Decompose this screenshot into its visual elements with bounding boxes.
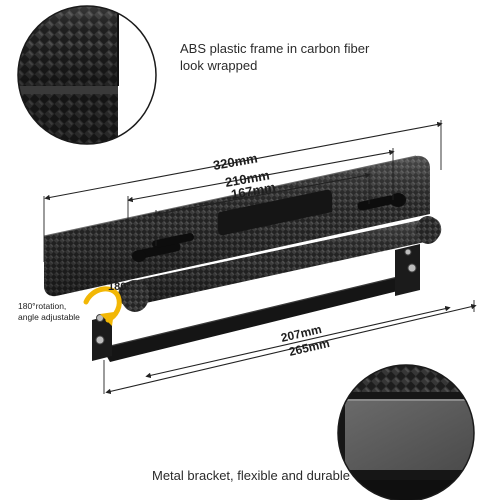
frame-material-caption: ABS plastic frame in carbon fiber look w… <box>180 41 370 73</box>
dimension-lines <box>43 120 477 395</box>
rotation-badge: 180° <box>108 281 131 293</box>
carbon-fiber-zoom-circle <box>17 5 157 145</box>
bracket-width-line <box>105 303 477 395</box>
rotation-indicator: 180° <box>83 281 131 326</box>
inner-holes-line <box>155 172 371 217</box>
rotation-caption: 180°rotation, angle adjustable <box>18 301 80 322</box>
rotation-arrow-icon <box>83 286 122 323</box>
bracket-material-caption: Metal bracket, flexible and durable <box>152 468 351 483</box>
